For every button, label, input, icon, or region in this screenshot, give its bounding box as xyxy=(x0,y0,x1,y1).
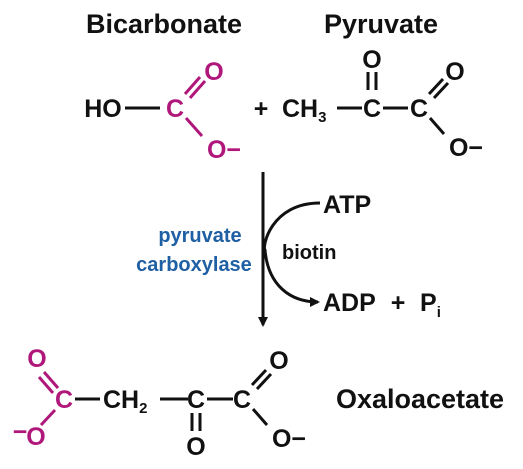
biotin-label: biotin xyxy=(282,242,336,264)
bicarbonate-carbon: C xyxy=(166,95,184,123)
bicarbonate-ho: HO xyxy=(84,95,122,123)
pyruvate-ch3: CH3 xyxy=(282,95,326,126)
oxaloacetate-keto-carbon: C xyxy=(187,386,205,414)
bicarbonate-structure: HO C O O− xyxy=(84,58,241,164)
oxaloacetate-ch2: CH2 xyxy=(103,386,147,417)
oxaloacetate-keto-oxygen: O xyxy=(186,433,205,461)
pyruvate-oxygen-minus: O− xyxy=(449,134,483,162)
oxaloacetate-left-minus: − xyxy=(13,418,28,446)
pyruvate-carbonyl-carbon: C xyxy=(363,95,381,123)
pyruvate-carboxyl-single-bond xyxy=(428,117,446,135)
oxaloacetate-left-double-bond-1 xyxy=(42,371,60,389)
phosphate-label: Pi xyxy=(420,289,441,321)
oxaloacetate-carboxyl-oxygen: O xyxy=(269,347,288,375)
pyruvate-structure: CH3 C O C O O− xyxy=(282,46,483,162)
oxaloacetate-carboxyl-carbon: C xyxy=(233,386,251,414)
pyruvate-carboxyl-carbon: C xyxy=(410,95,428,123)
bicarbonate-double-bond-1 xyxy=(183,76,202,95)
oxaloacetate-new-carbon: C xyxy=(55,386,73,414)
bicarbonate-double-bond-2 xyxy=(188,80,207,99)
atp-adp-curved-arrow xyxy=(262,201,321,307)
oxaloacetate-left-single-bond xyxy=(39,408,57,427)
oxaloacetate-oxygen-minus: O− xyxy=(272,425,306,453)
oxaloacetate-left-double-bond-2 xyxy=(37,376,55,394)
bicarbonate-oxygen-top: O xyxy=(204,58,223,86)
enzyme-label-line2: carboxylase xyxy=(136,254,252,276)
pyruvate-carboxyl-oxygen: O xyxy=(445,58,464,86)
pyruvate-carboxyl-double-bond-2 xyxy=(432,81,450,100)
enzyme-label-line1: pyruvate xyxy=(158,225,241,247)
pyruvate-carboxyl-double-bond-1 xyxy=(427,77,445,96)
oxaloacetate-carboxyl-double-bond-2 xyxy=(255,372,273,391)
oxaloacetate-carboxyl-double-bond-1 xyxy=(250,368,268,387)
oxaloacetate-structure: O C − O CH2 C O C O O− xyxy=(13,345,306,461)
bicarbonate-oxygen-minus: O− xyxy=(207,136,241,164)
oxaloacetate-title: Oxaloacetate xyxy=(336,384,504,414)
oxaloacetate-carboxyl-single-bond xyxy=(251,408,269,426)
oxaloacetate-left-oxygen-minus: O xyxy=(26,423,45,451)
oxaloacetate-left-oxygen: O xyxy=(27,345,46,373)
pyruvate-keto-oxygen: O xyxy=(362,46,381,74)
adp-label: ADP xyxy=(323,289,376,317)
plus-sign: + xyxy=(254,95,269,123)
atp-label: ATP xyxy=(323,191,371,219)
adp-plus-sign: + xyxy=(391,289,406,317)
pyruvate-title: Pyruvate xyxy=(324,9,438,39)
bicarbonate-single-bond-o xyxy=(184,117,204,137)
bicarbonate-title: Bicarbonate xyxy=(86,9,242,39)
